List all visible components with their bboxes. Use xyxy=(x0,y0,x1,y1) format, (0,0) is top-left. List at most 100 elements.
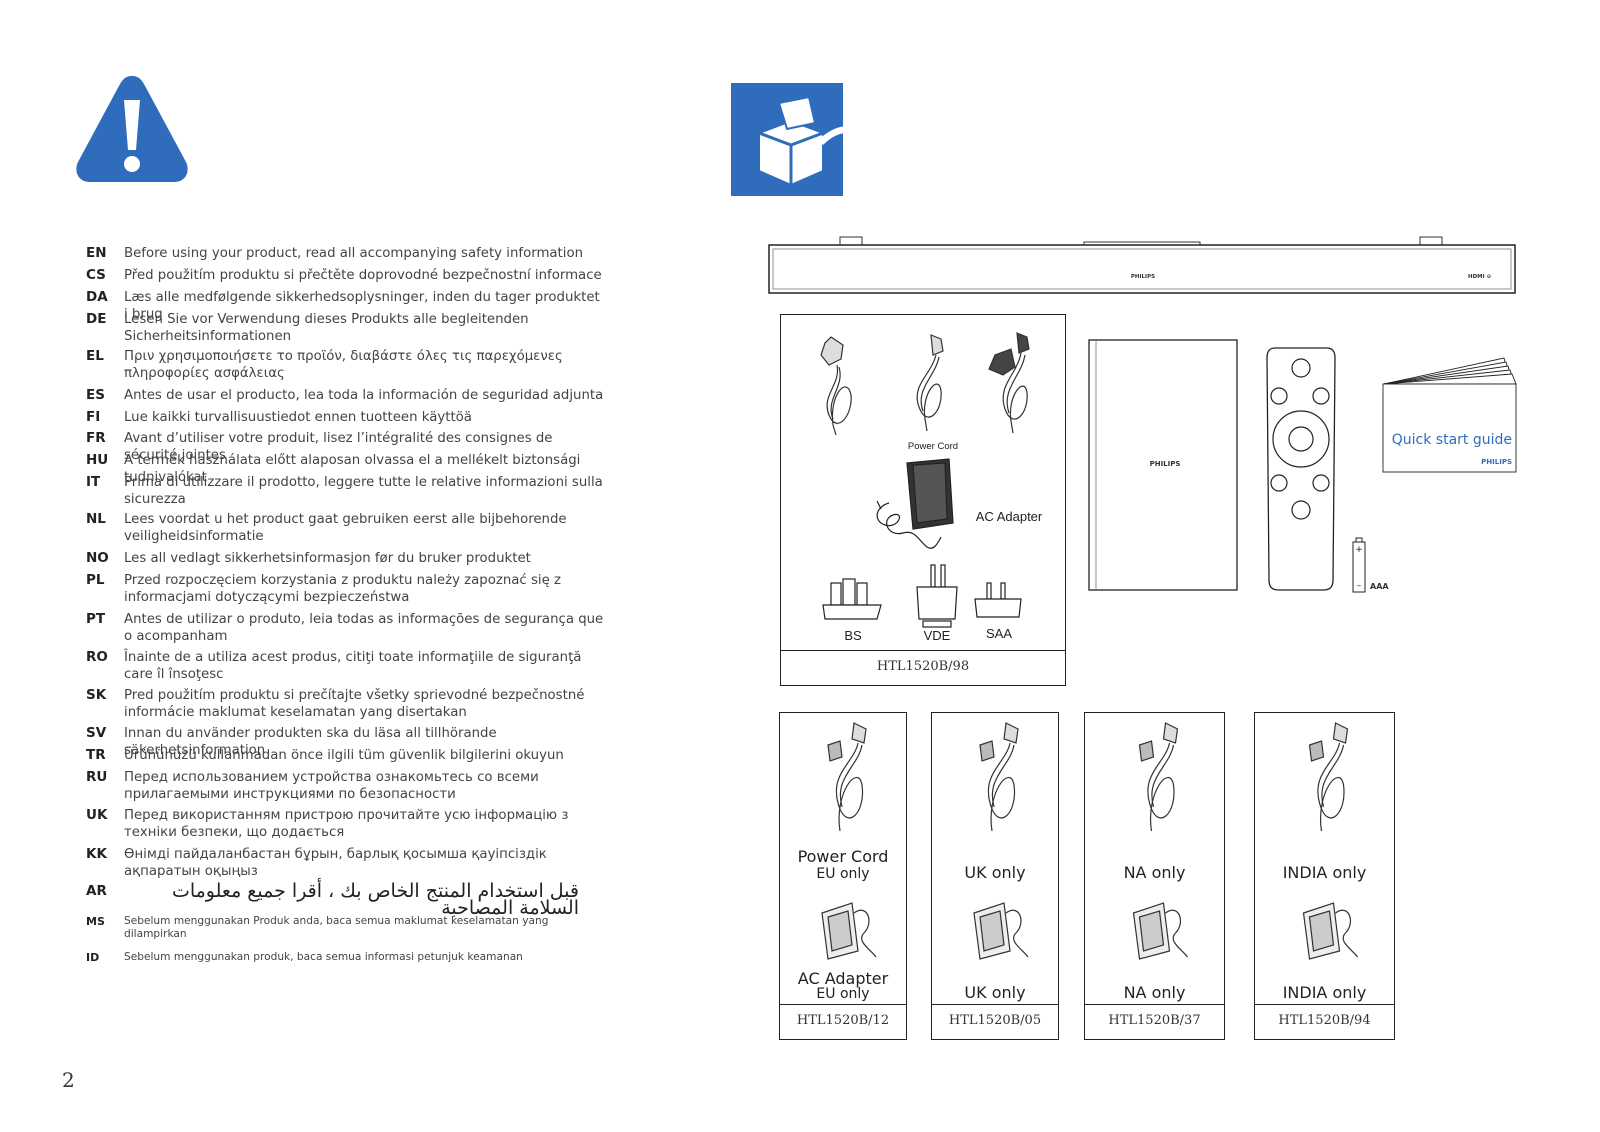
language-safety-text: Innan du använder produkten ska du läsa … xyxy=(124,726,497,758)
language-row-hu: HU A termék használata előtt alaposan olv… xyxy=(86,452,606,486)
language-code: IT xyxy=(86,474,101,490)
language-code: ID xyxy=(86,951,100,964)
language-code: KK xyxy=(86,846,107,862)
cord-region-title: INDIA only xyxy=(1282,863,1367,882)
plug-bs-label: BS xyxy=(844,628,862,643)
ac-adapter-label: AC Adapter xyxy=(975,509,1043,524)
adapter-region-title: NA only xyxy=(1123,983,1186,1002)
language-safety-text: Өнімді пайдаланбастан бұрын, барлық қосы… xyxy=(124,847,547,879)
language-code: FI xyxy=(86,409,101,425)
adapter-region-subtitle: EU only xyxy=(816,986,870,1002)
language-row-sk: SK Pred použitím produktu si prečítajte v… xyxy=(86,687,606,721)
language-code: UK xyxy=(86,807,108,823)
language-safety-text: Před použitím produktu si přečtěte dopro… xyxy=(124,268,602,283)
quick-start-guide-brand: PHILIPS xyxy=(1481,458,1512,466)
cord-region-title: Power Cord xyxy=(797,847,889,866)
language-row-it: IT Prima di utilizzare il prodotto, legge… xyxy=(86,474,606,508)
soundbar-illustration: PHILIPS HDMI ⊙ xyxy=(768,236,1516,296)
language-safety-text: Lees voordat u het product gaat gebruike… xyxy=(124,512,567,544)
subwoofer-illustration: PHILIPS xyxy=(1088,339,1238,591)
language-safety-text: Pred použitím produktu si prečítajte vše… xyxy=(124,688,585,720)
language-code: TR xyxy=(86,747,106,763)
language-code: HU xyxy=(86,452,109,468)
adapter-region-title: UK only xyxy=(964,983,1026,1002)
model-number: HTL1520B/12 xyxy=(780,1004,906,1039)
language-code: EL xyxy=(86,348,104,364)
language-code: RU xyxy=(86,769,108,785)
adapter-region-title: INDIA only xyxy=(1282,983,1367,1002)
battery-icon: + – xyxy=(1352,537,1366,594)
language-row-id: ID Sebelum menggunakan produk, baca semua… xyxy=(86,951,606,964)
svg-text:–: – xyxy=(1357,581,1362,591)
warning-icon xyxy=(74,72,190,186)
battery-label: AAA xyxy=(1370,582,1389,591)
language-code: DE xyxy=(86,311,107,327)
language-safety-text: Ürününüzü kullanmadan önce ilgili tüm gü… xyxy=(124,748,564,763)
language-row-kk: KK Өнімді пайдаланбастан бұрын, барлық қо… xyxy=(86,846,606,880)
language-row-de: DE Lesen Sie vor Verwendung dieses Produk… xyxy=(86,311,606,345)
language-row-sv: SV Innan du använder produkten ska du läs… xyxy=(86,725,606,759)
language-safety-text: Πριν χρησιμοποιήσετε το προϊόν, διαβάστε… xyxy=(124,349,563,381)
language-safety-text: Lue kaikki turvallisuustiedot ennen tuot… xyxy=(124,410,472,425)
language-safety-text: Sebelum menggunakan produk, baca semua i… xyxy=(124,951,523,963)
language-code: DA xyxy=(86,289,108,305)
language-row-ms: MS Sebelum menggunakan Produk anda, baca … xyxy=(86,915,606,941)
language-row-pt: PT Antes de utilizar o produto, leia toda… xyxy=(86,611,606,645)
language-safety-text: Przed rozpoczęciem korzystania z produkt… xyxy=(124,573,561,605)
language-code: NO xyxy=(86,550,109,566)
unbox-icon xyxy=(731,83,862,196)
language-safety-text: Lesen Sie vor Verwendung dieses Produkts… xyxy=(124,312,529,344)
language-code: MS xyxy=(86,915,105,928)
model-number: HTL1520B/94 xyxy=(1255,1004,1394,1039)
language-safety-text: Înainte de a utiliza acest produs, citiţ… xyxy=(124,650,582,682)
language-code: RO xyxy=(86,649,108,665)
language-safety-text: Antes de utilizar o produto, leia todas … xyxy=(124,612,604,644)
remote-control-illustration xyxy=(1265,344,1337,594)
language-safety-text: Les all vedlagt sikkerhetsinformasjon fø… xyxy=(124,551,531,566)
language-code: PL xyxy=(86,572,105,588)
power-cord-label: Power Cord xyxy=(907,441,959,452)
language-safety-text: قبل استخدام المنتج الخاص بك ، أقرا جميع … xyxy=(171,880,579,919)
language-row-no: NO Les all vedlagt sikkerhetsinformasjon … xyxy=(86,550,606,567)
language-row-ru: RU Перед использованием устройства ознако… xyxy=(86,769,606,803)
language-safety-text: Læs alle medfølgende sikkerhedsoplysning… xyxy=(124,290,600,322)
accessories-box-main: Power Cord AC Adapter BS VDE SAA HTL1520… xyxy=(780,314,1066,686)
quick-start-guide-illustration: Quick start guide PHILIPS xyxy=(1382,356,1518,474)
language-row-pl: PL Przed rozpoczęciem korzystania z produ… xyxy=(86,572,606,606)
language-code: NL xyxy=(86,511,106,527)
language-code: SK xyxy=(86,687,107,703)
language-safety-text: Sebelum menggunakan Produk anda, baca se… xyxy=(124,915,549,940)
soundbar-brand: PHILIPS xyxy=(1130,274,1156,280)
adapter-region-title: AC Adapter xyxy=(797,969,889,988)
language-safety-text: Prima di utilizzare il prodotto, leggere… xyxy=(124,475,603,507)
model-number: HTL1520B/98 xyxy=(781,650,1065,685)
power-cord-illustration xyxy=(1132,722,1188,960)
power-cord-illustration xyxy=(1302,722,1358,960)
language-row-el: EL Πριν χρησιμοποιήσετε το προϊόν, διαβάσ… xyxy=(86,348,606,382)
language-code: SV xyxy=(86,725,107,741)
power-cord-illustration xyxy=(821,722,877,960)
language-safety-text: A termék használata előtt alaposan olvas… xyxy=(124,453,581,485)
language-row-es: ES Antes de usar el producto, lea toda la… xyxy=(86,387,606,404)
language-row-da: DA Læs alle medfølgende sikkerhedsoplysni… xyxy=(86,289,606,323)
plug-saa-label: SAA xyxy=(985,626,1012,641)
language-safety-text: Antes de usar el producto, lea toda la i… xyxy=(124,388,604,403)
plug-vde-label: VDE xyxy=(923,628,951,643)
language-safety-text: Перед использованием устройства ознакомь… xyxy=(124,770,539,802)
soundbar-hdmi-label: HDMI ⊙ xyxy=(1468,274,1492,280)
svg-text:+: + xyxy=(1355,545,1363,555)
language-row-tr: TR Ürününüzü kullanmadan önce ilgili tüm … xyxy=(86,747,606,764)
model-number: HTL1520B/05 xyxy=(932,1004,1058,1039)
language-code: PT xyxy=(86,611,106,627)
cord-region-title: UK only xyxy=(964,863,1026,882)
language-safety-text: Avant d’utiliser votre produit, lisez l’… xyxy=(124,431,553,463)
language-code: ES xyxy=(86,387,105,403)
